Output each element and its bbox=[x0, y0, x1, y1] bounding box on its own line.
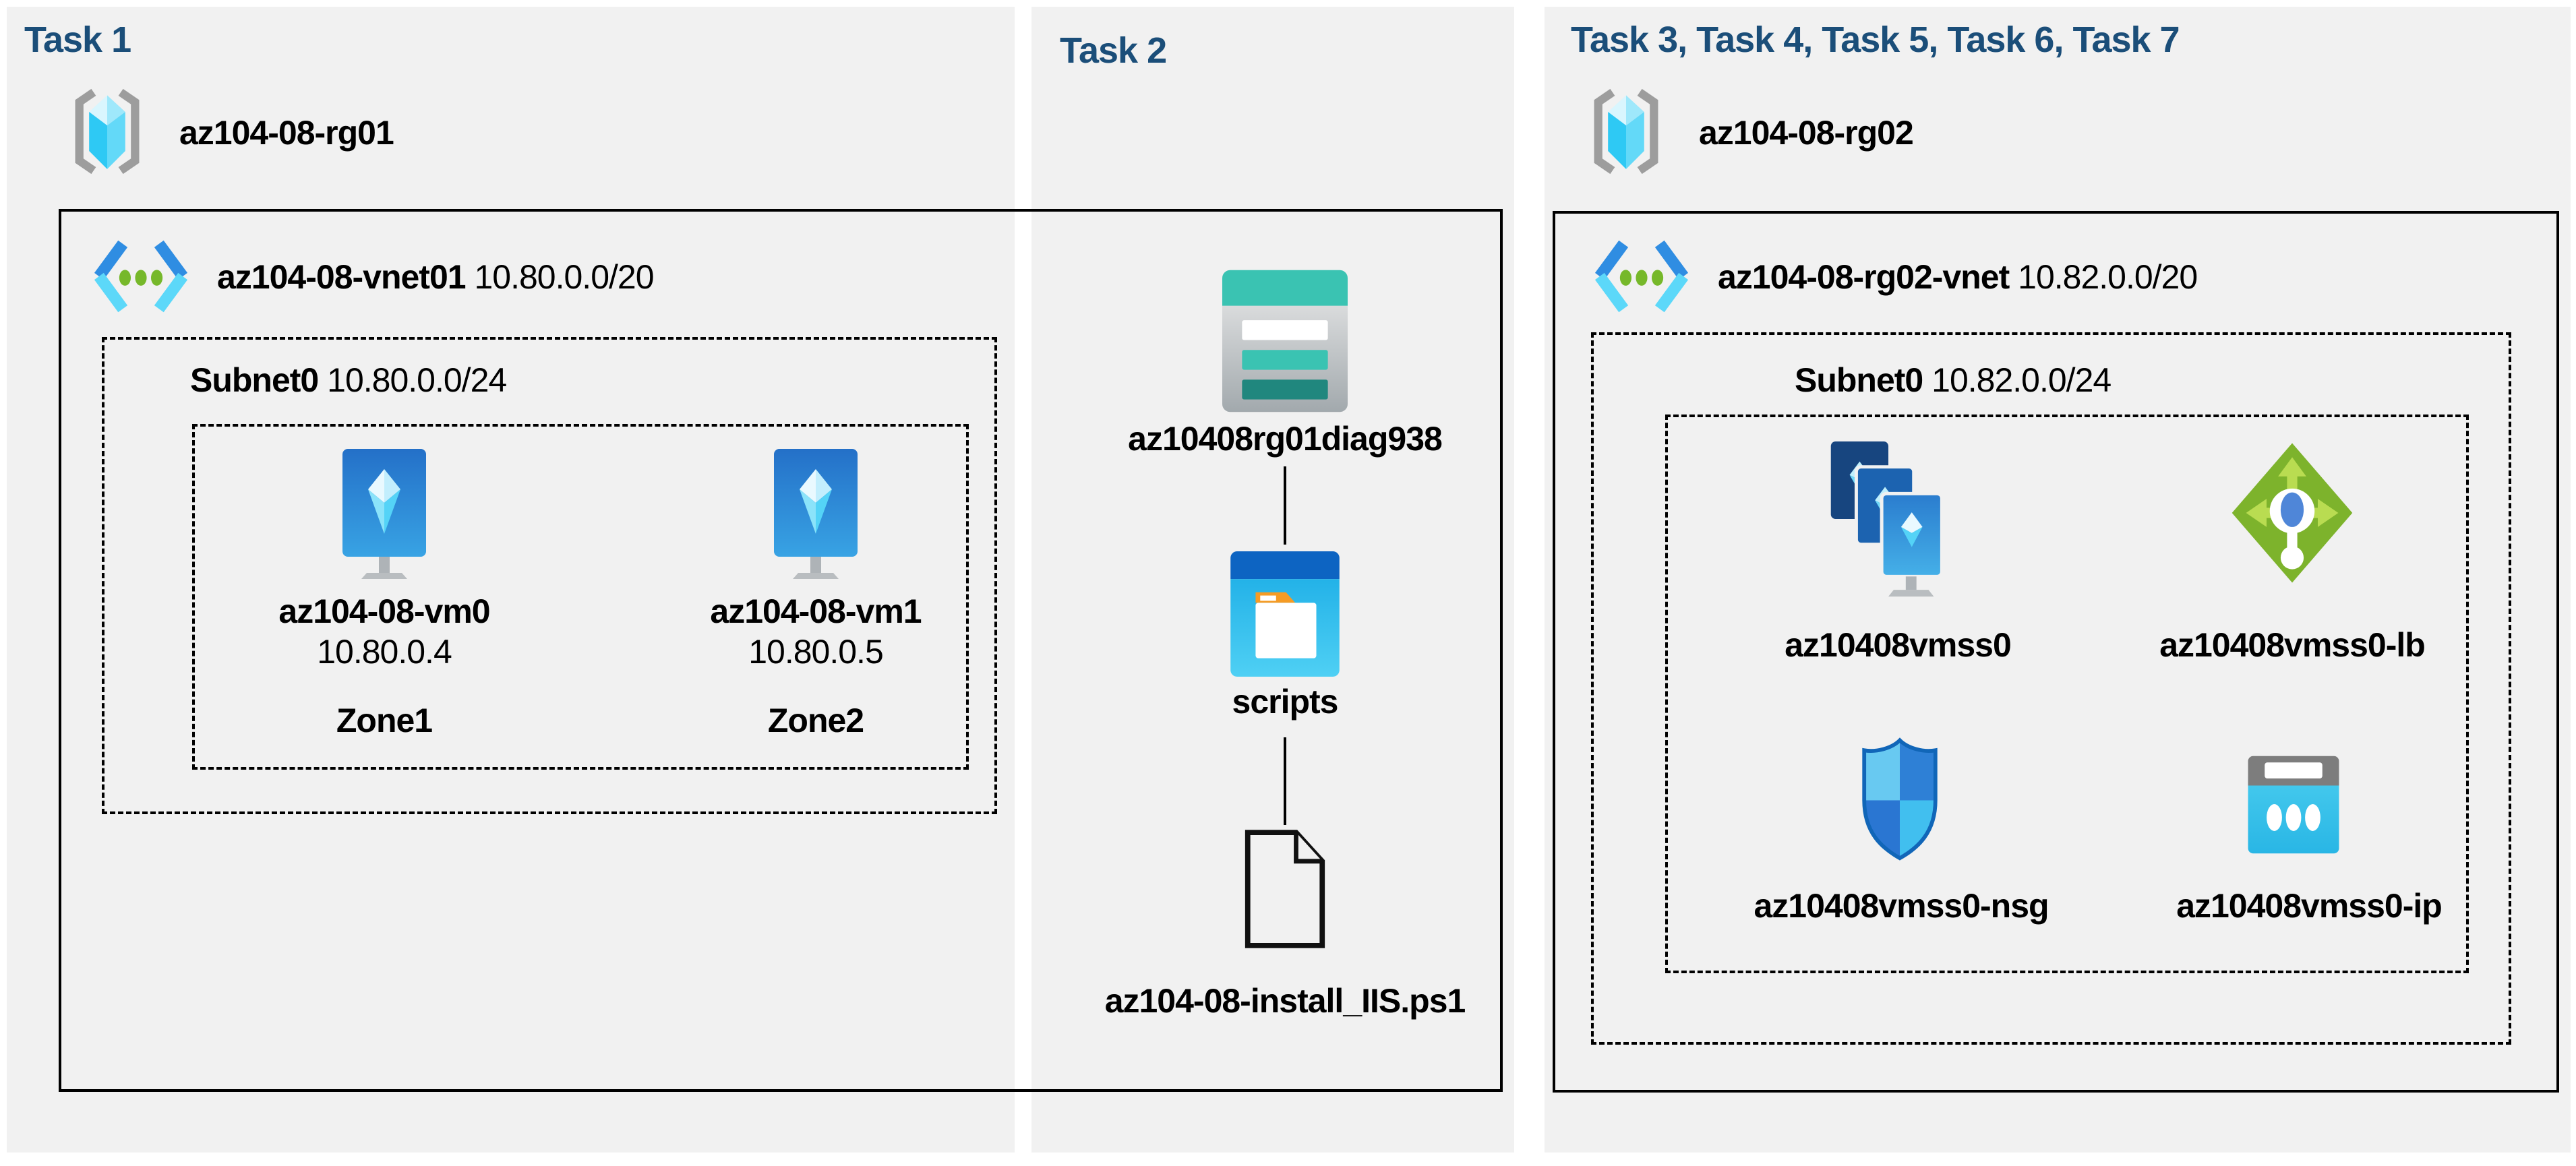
virtual-machine-icon bbox=[769, 446, 863, 581]
vm-zone-box bbox=[192, 424, 969, 770]
public-ip-icon bbox=[2244, 754, 2343, 856]
vm0-ip: 10.80.0.4 bbox=[317, 633, 452, 671]
vmss-icon bbox=[1824, 441, 1958, 602]
connector-storage-folder bbox=[1284, 466, 1286, 545]
panel-title-task3: Task 3, Task 4, Task 5, Task 6, Task 7 bbox=[1571, 20, 2180, 60]
panel-title-task1: Task 1 bbox=[24, 20, 131, 60]
panel-task3 bbox=[1545, 7, 2571, 1153]
folder-label: scripts bbox=[1232, 683, 1339, 720]
vm0-name: az104-08-vm0 bbox=[278, 592, 490, 630]
load-balancer-icon bbox=[2228, 438, 2356, 588]
vnet2-cidr: 10.82.0.0/20 bbox=[2018, 258, 2198, 296]
vm1-name: az104-08-vm1 bbox=[710, 592, 922, 630]
virtual-machine-icon bbox=[337, 446, 431, 581]
vnet2-label: az104-08-rg02-vnet 10.82.0.0/20 bbox=[1718, 257, 2198, 297]
vnet1-box bbox=[59, 209, 1503, 1092]
resource-group2-label: az104-08-rg02 bbox=[1699, 113, 1914, 152]
subnet2-label: Subnet0 10.82.0.0/24 bbox=[1795, 361, 2111, 400]
file-icon bbox=[1242, 828, 1327, 950]
storage-account-icon bbox=[1222, 270, 1348, 412]
vnet1-name: az104-08-vnet01 bbox=[217, 258, 467, 296]
vnet2-box bbox=[1553, 211, 2559, 1093]
storage-account-label: az10408rg01diag938 bbox=[1128, 420, 1443, 458]
resource-group-label: az104-08-rg01 bbox=[179, 113, 394, 152]
public-ip-label: az10408vmss0-ip bbox=[2176, 887, 2443, 925]
subnet1-cidr: 10.80.0.0/24 bbox=[327, 361, 507, 399]
subnet1-name: Subnet0 bbox=[190, 361, 319, 399]
vnet1-label: az104-08-vnet01 10.80.0.0/20 bbox=[217, 257, 655, 297]
subnet2-box bbox=[1591, 332, 2511, 1045]
vm0-zone: Zone1 bbox=[336, 702, 433, 739]
vmss-label: az10408vmss0 bbox=[1785, 626, 2012, 664]
virtual-network-icon bbox=[90, 235, 191, 318]
nsg-shield-icon bbox=[1855, 735, 1944, 863]
resource-group-name: az104-08-rg01 bbox=[179, 114, 394, 152]
load-balancer-label: az10408vmss0-lb bbox=[2159, 626, 2426, 664]
vm1-ip: 10.80.0.5 bbox=[748, 633, 884, 671]
vnet2-name: az104-08-rg02-vnet bbox=[1718, 258, 2010, 296]
resource-group-icon bbox=[65, 86, 149, 177]
panel-task1 bbox=[7, 7, 1015, 1153]
nsg-label: az10408vmss0-nsg bbox=[1754, 887, 2049, 925]
panel-title-task2: Task 2 bbox=[1060, 30, 1167, 71]
vmss-group-box bbox=[1665, 415, 2469, 973]
virtual-network-icon bbox=[1591, 235, 1692, 318]
vnet1-cidr: 10.80.0.0/20 bbox=[474, 258, 654, 296]
vm1-zone: Zone2 bbox=[767, 702, 864, 739]
resource-group-icon bbox=[1584, 86, 1668, 177]
subnet1-box bbox=[102, 337, 997, 814]
subnet1-label: Subnet0 10.80.0.0/24 bbox=[190, 361, 507, 400]
file-label: az104-08-install_IIS.ps1 bbox=[1104, 982, 1466, 1020]
subnet2-name: Subnet0 bbox=[1795, 361, 1923, 399]
connector-folder-file bbox=[1284, 737, 1286, 825]
subnet2-cidr: 10.82.0.0/24 bbox=[1931, 361, 2111, 399]
resource-group2-name: az104-08-rg02 bbox=[1699, 114, 1914, 152]
folder-window-icon bbox=[1230, 551, 1340, 677]
